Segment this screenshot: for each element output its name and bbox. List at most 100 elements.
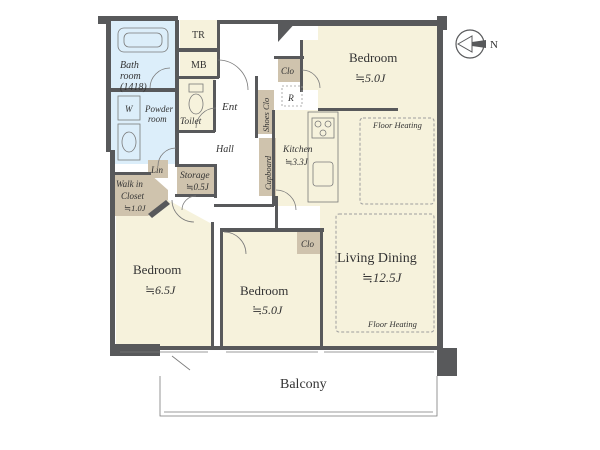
wall-closet-north	[274, 56, 304, 59]
washbasin	[121, 131, 137, 153]
hall-label: Hall	[215, 144, 234, 155]
wall-hall-south	[214, 204, 274, 207]
door-arc-bedroom-c	[223, 231, 247, 255]
wall-wic-top	[111, 172, 151, 175]
bath-label-3: (1418)	[120, 82, 147, 93]
wall-toilet-east	[213, 80, 216, 132]
w-label: W	[125, 104, 134, 114]
wic-label-1: Walk in	[116, 179, 143, 189]
wall-storage-east	[214, 164, 217, 198]
walk-in-closet-area	[114, 174, 168, 216]
storage-label: Storage	[180, 171, 210, 181]
wall-cupboard-east	[275, 196, 278, 228]
wall-north-corner-left	[98, 16, 106, 24]
burner-2	[324, 120, 332, 128]
bath-label-2: room	[120, 71, 141, 82]
mb-label: MB	[191, 60, 207, 71]
wall-east	[437, 26, 443, 376]
wall-toilet-bottom	[179, 130, 215, 133]
living-dining-label: Living Dining	[337, 251, 417, 266]
tr-label: TR	[192, 30, 205, 41]
compass: N	[455, 29, 498, 59]
wall-bath-powder	[111, 88, 177, 92]
wall-tr-mb	[179, 48, 219, 52]
walls	[98, 16, 457, 376]
floor-heating-top-label: Floor Heating	[372, 120, 422, 130]
labels: TR MB Bath room (1418) W Powder room Toi…	[116, 30, 422, 392]
floor-heating-zone-top	[359, 117, 435, 205]
north-arrow-icon	[455, 29, 486, 59]
toilet-label: Toilet	[180, 117, 202, 127]
bedroom-west-label: Bedroom	[133, 262, 181, 277]
balcony-door-swing	[171, 355, 191, 371]
tr-area	[180, 20, 218, 48]
wall-entrance-east	[255, 76, 258, 138]
wall-mb-east	[217, 20, 220, 78]
bedroom-west-size: ≒6.5J	[145, 283, 176, 297]
r-label: R	[287, 94, 294, 104]
door-arc-toilet	[195, 107, 217, 129]
toilet-area	[177, 78, 215, 130]
kitchen-label: Kitchen	[282, 145, 313, 155]
lin-label: Lin	[150, 165, 164, 175]
powder-label-1: Powder	[144, 104, 173, 114]
clo-center-area	[297, 232, 321, 254]
clo-north-area	[278, 58, 302, 82]
storage-area	[177, 166, 215, 194]
cupboard-area	[259, 138, 276, 196]
door-arc-bath	[149, 67, 171, 89]
washbasin-counter	[117, 123, 141, 161]
wall-north-small	[218, 20, 278, 24]
clo-north-label: Clo	[281, 66, 295, 76]
compass-label: N	[490, 39, 498, 51]
entrance-label: Ent	[221, 101, 238, 113]
wall-storage-bottom	[175, 194, 217, 197]
burner-1	[314, 120, 322, 128]
bath-label-1: Bath	[120, 60, 139, 71]
wall-wic-diagonal	[148, 200, 170, 218]
toilet-tank	[188, 83, 204, 93]
wall-bath-east	[175, 20, 179, 165]
storage-size: ≒0.5J	[186, 182, 210, 192]
wall-storage-top	[175, 164, 217, 167]
floor-heating-bottom-label: Floor Heating	[367, 319, 417, 329]
balcony-rail	[159, 376, 438, 417]
wall-south-center	[212, 346, 322, 350]
wall-bedroom-c-east	[320, 228, 323, 348]
wall-bedroom-c-north	[220, 228, 324, 232]
wall-north-bedroom	[278, 20, 442, 26]
cupboard-label: Cupboard	[263, 155, 273, 190]
wall-mb-bottom	[179, 76, 219, 79]
door-arc-entrance	[217, 59, 249, 91]
powder-room-area	[111, 92, 177, 164]
powder-label-2: room	[148, 114, 167, 124]
wall-ne-corner	[437, 16, 447, 30]
kitchen-size: ≒3.3J	[285, 157, 309, 167]
kitchen-sink	[312, 161, 334, 187]
bedroom-north-size: ≒5.0J	[355, 71, 386, 85]
wall-west-low	[110, 150, 115, 346]
wall-west-top	[106, 16, 111, 152]
room-fills	[111, 20, 437, 348]
toilet-bowl	[188, 93, 204, 115]
burner-3	[319, 129, 327, 137]
wall-bedroom-n-south	[318, 108, 398, 111]
bath-room-area	[111, 20, 177, 92]
bathtub	[117, 27, 169, 53]
wall-bedroom-w-east	[211, 222, 214, 348]
fridge-space	[281, 85, 303, 107]
wic-label-2: Closet	[121, 191, 145, 201]
shoes-clo-label: Shoes Clo	[261, 98, 271, 132]
door-arc-bedroom-n	[301, 69, 321, 89]
wall-bedroom-n-west	[300, 40, 303, 92]
wic-size: ≒1.0J	[124, 203, 147, 213]
bathtub-inner	[123, 32, 163, 48]
wall-east-column	[437, 348, 457, 376]
bedroom-center-size: ≒5.0J	[252, 303, 283, 317]
fixtures	[117, 27, 438, 417]
lin-area	[148, 160, 168, 178]
door-arc-powder	[157, 147, 177, 167]
balcony-label: Balcony	[280, 377, 327, 392]
wall-bedroom-c-west	[220, 228, 223, 348]
